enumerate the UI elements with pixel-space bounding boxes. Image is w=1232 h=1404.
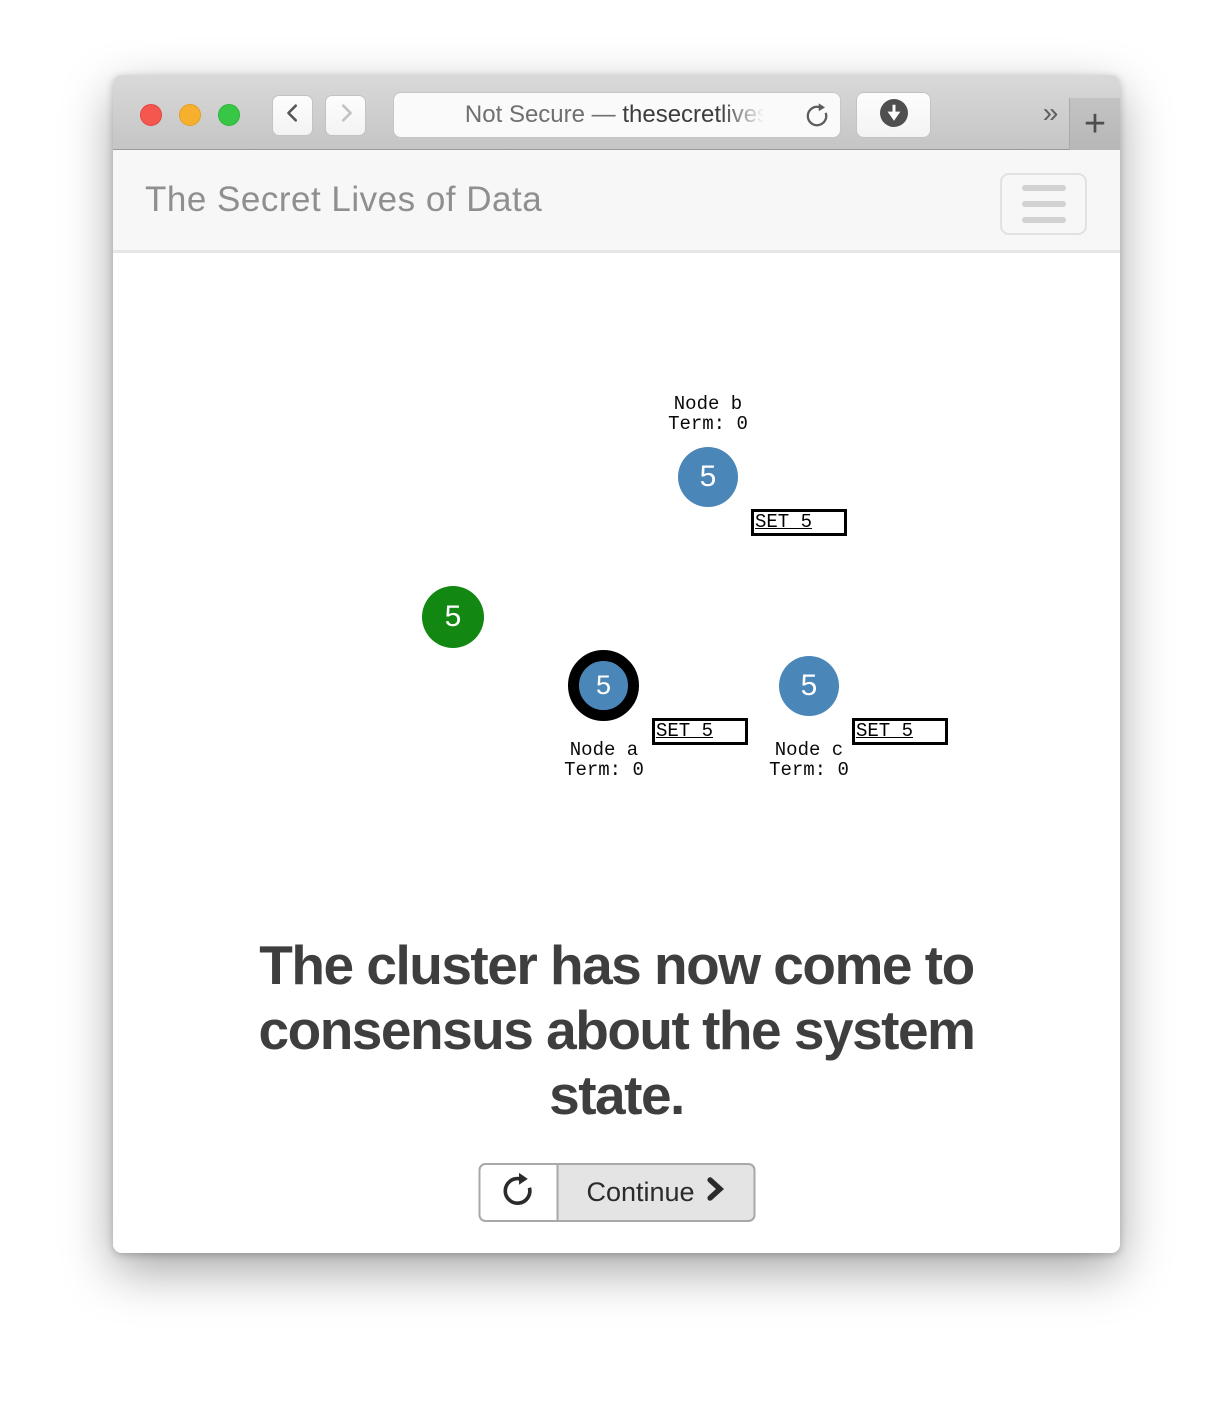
node-a-log-entry: SET 5 <box>652 718 748 745</box>
url-domain-truncated: lives <box>721 101 770 128</box>
close-window-button[interactable] <box>140 104 162 126</box>
restart-button[interactable] <box>478 1163 556 1222</box>
browser-toolbar: Not Secure — thesecretlives » + <box>113 75 1120 150</box>
downloads-button[interactable] <box>856 92 931 138</box>
forward-button[interactable] <box>325 95 366 136</box>
new-tab-button[interactable]: + <box>1069 98 1120 150</box>
chevron-right-icon <box>707 1176 725 1209</box>
client-node[interactable]: 5 <box>422 586 484 648</box>
menu-button[interactable] <box>1000 173 1087 235</box>
reload-icon[interactable] <box>804 103 830 136</box>
address-bar[interactable]: Not Secure — thesecretlives <box>393 92 841 138</box>
continue-button[interactable]: Continue <box>556 1163 755 1222</box>
raft-visualization: Node b Term: 0 5 SET 5 5 5 SET 5 Node a … <box>113 253 1120 1253</box>
chevron-right-icon <box>335 102 357 129</box>
node-b-label: Node b Term: 0 <box>668 393 748 435</box>
url-security-label: Not Secure — <box>464 101 623 128</box>
chevron-left-icon <box>282 102 304 129</box>
restart-icon <box>498 1170 538 1215</box>
download-icon <box>878 97 910 134</box>
node-c-log-entry: SET 5 <box>852 718 948 745</box>
node-c[interactable]: 5 <box>779 656 839 716</box>
node-a-leader[interactable]: 5 <box>568 650 639 721</box>
playback-controls: Continue <box>478 1163 755 1222</box>
node-b[interactable]: 5 <box>678 447 738 507</box>
browser-window: Not Secure — thesecretlives » + The <box>113 75 1120 1253</box>
toolbar-overflow-button[interactable]: » <box>1042 97 1059 128</box>
minimize-window-button[interactable] <box>179 104 201 126</box>
url-domain-text: thesecret <box>622 101 722 128</box>
zoom-window-button[interactable] <box>218 104 240 126</box>
site-header: The Secret Lives of Data <box>113 150 1120 253</box>
continue-label: Continue <box>586 1177 695 1207</box>
narration-text: The cluster has now come to consensus ab… <box>258 934 976 1126</box>
site-title: The Secret Lives of Data <box>145 180 543 219</box>
hamburger-icon <box>1021 185 1066 191</box>
node-c-label: Node c Term: 0 <box>769 739 849 781</box>
node-a-label: Node a Term: 0 <box>564 739 644 781</box>
back-button[interactable] <box>272 95 313 136</box>
node-b-log-entry: SET 5 <box>751 509 847 536</box>
traffic-lights <box>140 104 240 126</box>
